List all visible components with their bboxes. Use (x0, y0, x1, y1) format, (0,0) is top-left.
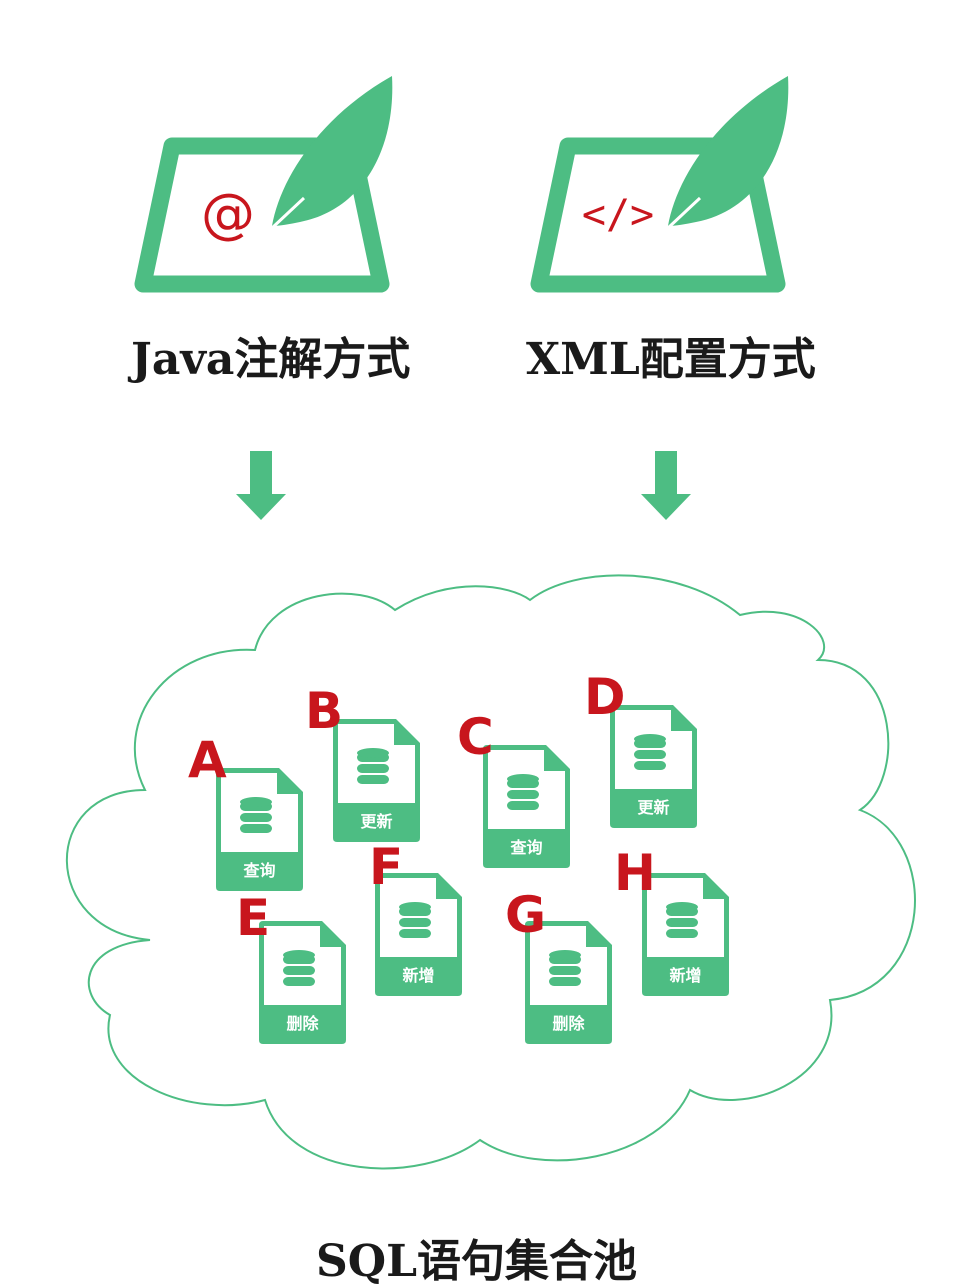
file-letter: F (369, 838, 404, 896)
sql-file-icon: 删除 (525, 921, 612, 1044)
file-letter: D (584, 668, 626, 726)
arrow-down-icon (641, 451, 691, 520)
java-quill-icon: @ (134, 76, 393, 293)
sql-file-icon: 新增 (375, 873, 462, 996)
xml-quill-icon: </> (530, 76, 789, 293)
database-icon (399, 902, 431, 938)
cloud-outline (65, 574, 916, 1170)
database-icon (666, 902, 698, 938)
database-icon (283, 950, 315, 986)
java-annotation-label: Java注解方式 (131, 334, 411, 385)
database-icon (240, 797, 272, 833)
quill-feather (668, 76, 789, 226)
file-label: 删除 (552, 1014, 585, 1033)
sql-file-icon: 查询 (216, 768, 303, 891)
file-letter: C (457, 708, 494, 766)
file-letter: B (305, 682, 344, 740)
file-label: 删除 (286, 1014, 319, 1033)
database-icon (549, 950, 581, 986)
xml-config-label: XML配置方式 (526, 334, 816, 385)
file-letter: E (236, 889, 271, 947)
file-letter: G (505, 886, 547, 944)
database-icon (634, 734, 666, 770)
sql-pool-title: SQL语句集合池 (316, 1236, 638, 1287)
file-label: 查询 (510, 838, 542, 857)
tablet-frame (134, 137, 390, 293)
tablet-frame (530, 137, 786, 293)
arrow-down-icon (236, 451, 286, 520)
file-letter: A (188, 731, 227, 789)
file-letter: H (614, 844, 656, 902)
sql-file-icon: 新增 (642, 873, 729, 996)
file-label: 更新 (360, 812, 392, 831)
file-label: 新增 (669, 966, 701, 985)
sql-file-icon: 删除 (259, 921, 346, 1044)
quill-feather (272, 76, 393, 226)
sql-file-icon: 更新 (333, 719, 420, 842)
file-label: 新增 (402, 966, 434, 985)
file-label: 查询 (243, 861, 275, 880)
sql-file-icon: 更新 (610, 705, 697, 828)
code-symbol: </> (582, 192, 654, 238)
database-icon (357, 748, 389, 784)
file-label: 更新 (637, 798, 669, 817)
at-symbol: @ (201, 182, 255, 245)
database-icon (507, 774, 539, 810)
sql-file-icon: 查询 (483, 745, 570, 868)
